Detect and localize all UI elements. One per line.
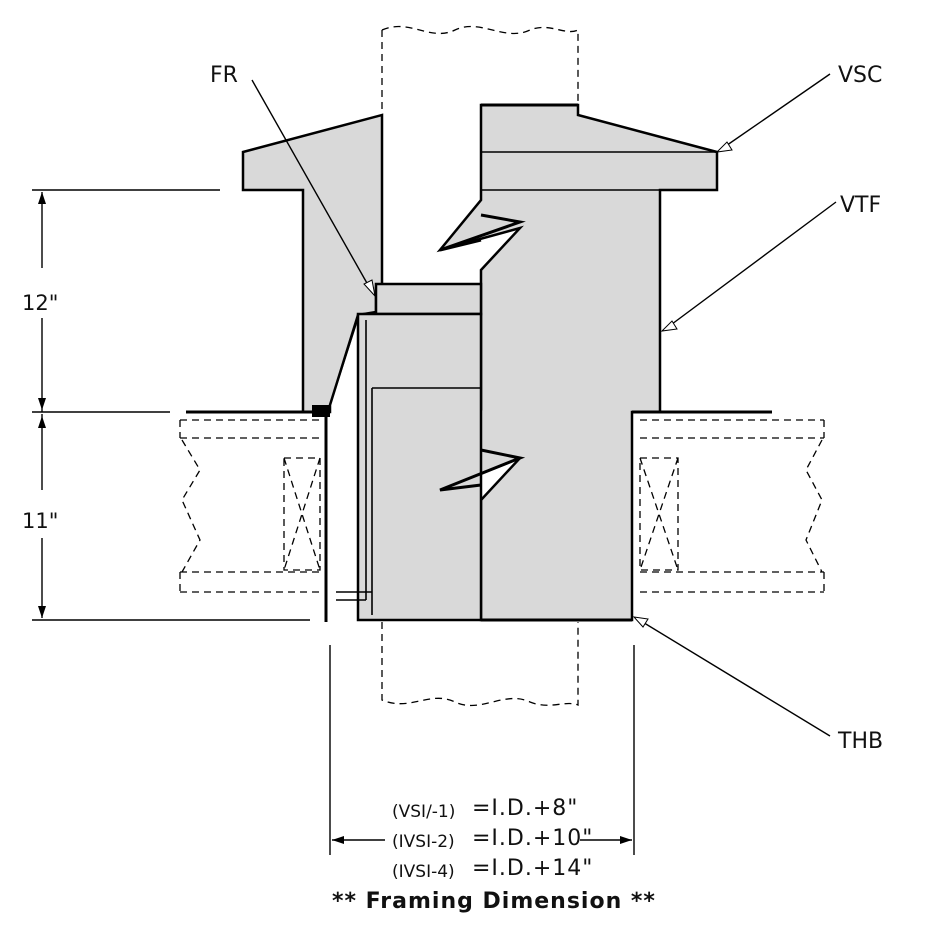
formula-model-3: (IVSI-4): [392, 862, 455, 882]
right-joist: [639, 419, 825, 593]
fr-leader: [251, 79, 373, 293]
fire-ring: [329, 282, 483, 622]
framing-dimension-line: [329, 645, 635, 855]
callout-fr: FR: [210, 63, 238, 88]
callout-vsc: VSC: [838, 63, 882, 88]
formula-model-1: (VSI/-1): [392, 802, 455, 822]
vtf-leader: [663, 201, 837, 331]
framing-dimension-caption: ** Framing Dimension **: [332, 889, 656, 914]
formula-model-2: (IVSI-2): [392, 832, 455, 852]
callout-thb: THB: [837, 729, 883, 754]
callout-vtf: VTF: [840, 193, 881, 218]
formula-value-2: =I.D.+10": [472, 826, 593, 851]
break-line-lower: [439, 448, 526, 492]
dimension-lower: 11": [22, 509, 58, 533]
dimension-upper: 12": [22, 291, 58, 315]
height-dimensions: [32, 189, 310, 621]
formula-value-1: =I.D.+8": [472, 796, 578, 821]
left-joist: [179, 419, 322, 593]
break-line-upper: [439, 213, 526, 252]
pipe-outline: [381, 25, 579, 707]
thimble-plate: [312, 405, 330, 417]
thb-leader: [635, 617, 831, 737]
formula-value-3: =I.D.+14": [472, 856, 593, 881]
vsc-leader: [719, 73, 831, 151]
